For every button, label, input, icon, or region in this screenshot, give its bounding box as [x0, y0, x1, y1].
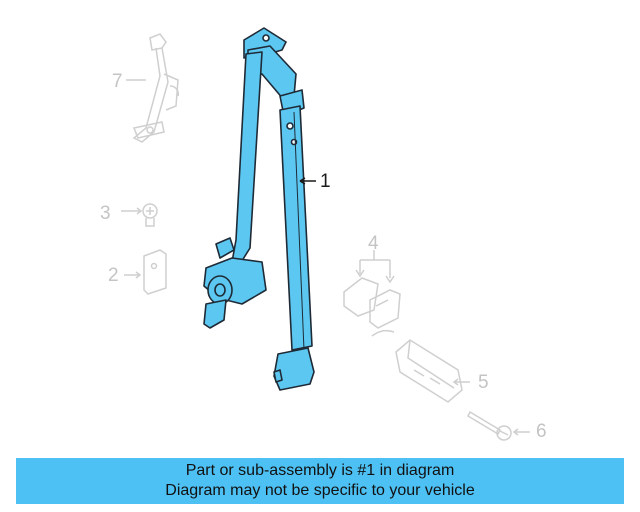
banner-line-1: Part or sub-assembly is #1 in diagram [185, 462, 455, 479]
callout-4-label[interactable]: 4 [368, 233, 379, 254]
belt-retractor-bracket [215, 237, 235, 259]
part-7-upper-anchor [126, 33, 179, 143]
belt-lower-anchor [273, 347, 315, 391]
callout-1-label[interactable]: 1 [320, 171, 331, 192]
part-1-seat-belt-assembly [203, 27, 315, 391]
callout-7-label[interactable]: 7 [112, 71, 123, 92]
part-6-long-bolt [467, 410, 530, 441]
part-3-bolt [121, 203, 158, 227]
callout-1-leader [299, 177, 316, 185]
belt-webbing-left [231, 51, 263, 265]
part-2-bracket [124, 249, 167, 295]
callout-2-label[interactable]: 2 [108, 265, 119, 286]
callout-5-label[interactable]: 5 [478, 372, 489, 393]
part-5-receiver [395, 339, 470, 403]
belt-webbing-right [279, 105, 313, 351]
banner-line-2: Diagram may not be specific to your vehi… [165, 482, 475, 499]
callout-6-label[interactable]: 6 [536, 421, 547, 442]
part-4-buckle [343, 250, 401, 337]
callout-3-label[interactable]: 3 [100, 203, 111, 224]
info-banner: Part or sub-assembly is #1 in diagram Di… [16, 458, 624, 504]
